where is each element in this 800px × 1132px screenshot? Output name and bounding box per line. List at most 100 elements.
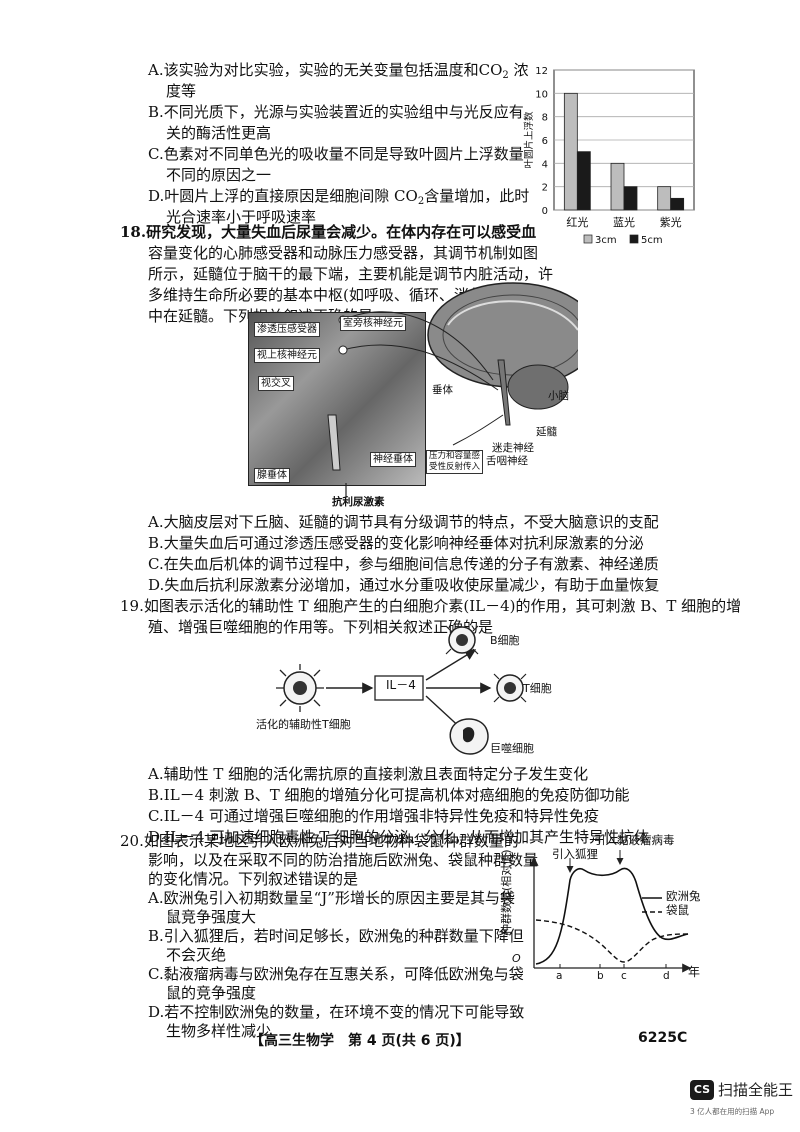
co2-subscript: 2: [417, 196, 425, 207]
bar-3cm-紫光: [657, 186, 672, 211]
q17-option-b-cont: 关的酶活性更高: [166, 124, 272, 142]
macrophage-icon: [449, 718, 489, 755]
q19-option-d: D.IL－4 可加速细胞毒性 T 细胞的分泌、分化，从而增加其产生特异性抗体: [148, 828, 650, 846]
cerebellum-shape: [507, 364, 569, 410]
watermark-subtitle: 3 亿人都在用的扫描 App: [690, 1107, 775, 1116]
tick-d: d: [663, 970, 670, 982]
y-tick-label: 8: [542, 113, 548, 124]
legend-label-3cm: 3cm: [595, 235, 617, 246]
kangaroo-curve: [535, 919, 689, 963]
bar-3cm-红光: [563, 92, 578, 211]
b-cell-icon: [445, 625, 479, 655]
q20-option-c-text: C.黏液瘤病毒与欧洲兔存在互惠关系，可降低欧洲兔与袋: [148, 965, 524, 983]
q19-stem-2: 殖、增强巨噬细胞的作用等。下列相关叙述正确的是: [148, 618, 494, 636]
y-tick-label: 2: [542, 183, 548, 194]
label-baroreflex-line2: 受性反射传入: [429, 462, 481, 472]
x-category-label: 红光: [566, 215, 588, 229]
q18-option-c: C.在失血后机体的调节过程中，参与细胞间信息传递的分子有激素、神经递质: [148, 555, 659, 573]
legend-swatch-3cm: [583, 234, 593, 244]
label-baroreflex-line1: 压力和容量感: [429, 451, 481, 461]
label-son: 视上核神经元: [254, 348, 320, 363]
x-axis-label: 年: [688, 965, 701, 979]
macrophage-label: 巨噬细胞: [490, 742, 534, 755]
q18-stem-4: 多维持生命所必要的基本中枢(如呼吸、循环、消化等)都集: [148, 286, 535, 304]
q19-option-c: C.IL－4 可通过增强巨噬细胞的作用增强非特异性免疫和特异性免疫: [148, 807, 599, 825]
q20-option-d-cont: 生物多样性减少: [166, 1022, 272, 1040]
q17-option-d-text: D.叶圆片上浮的直接原因是细胞间隙 CO: [148, 187, 418, 205]
brain-diagram: [327, 282, 578, 497]
label-adenohypophysis: 腺垂体: [254, 468, 290, 483]
label-cerebellum: 小脑: [548, 390, 569, 402]
q17-option-b: B.不同光质下，光源与实验装置近的实验组中与光反应有: [148, 103, 524, 121]
q20-option-c: C.黏液瘤病毒与欧洲兔存在互惠关系，可降低欧洲兔与袋: [148, 964, 524, 985]
q17-option-d-tail: 含量增加，此时: [424, 187, 530, 205]
q19-option-b: B.IL－4 刺激 B、T 细胞的增殖分化可提高机体对癌细胞的免疫防御功能: [148, 786, 630, 804]
bar-5cm-红光: [576, 151, 591, 211]
x-category-label: 紫光: [660, 215, 682, 229]
q17-option-a-text: A.该实验为对比实验，实验的无关变量包括温度和CO: [148, 61, 503, 79]
q20-option-c-cont: 鼠的竞争强度: [166, 984, 257, 1002]
fox-label: 引入狐狸: [552, 847, 598, 861]
q17-option-d: D.叶圆片上浮的直接原因是细胞间隙 CO2含量增加，此时: [148, 186, 529, 212]
q17-option-d-cont: 光合速率小于呼吸速率: [166, 208, 317, 226]
q20-option-d: D.若不控制欧洲兔的数量，在环境不变的情况下可能导致: [148, 1003, 525, 1021]
il4-label: IL－4: [386, 678, 416, 692]
q19-stem-1: 19.如图表示活化的辅助性 T 细胞产生的白细胞介素(IL－4)的作用，其可刺激…: [120, 597, 742, 615]
t-cell-icon: [493, 673, 527, 703]
tick-b: b: [597, 970, 604, 982]
q18-stem-text: 18.研究发现，大量失血后尿量会减少。在体内存在可以感受血: [120, 223, 537, 241]
q17-option-a-cont: 度等: [166, 82, 197, 100]
b-cell-label: B细胞: [490, 634, 520, 647]
y-tick-label: 12: [535, 66, 548, 77]
virus-label: 引入黏液瘤病毒: [594, 833, 675, 847]
y-axis-label: 叶圆片上浮数: [523, 111, 535, 169]
bar-3cm-蓝光: [610, 162, 625, 211]
il4-box: [374, 675, 424, 701]
label-osmoreceptor: 渗透压感受器: [254, 322, 320, 337]
q20-stem-1: 20.如图表示某地区引入欧洲兔后对当地物种袋鼠种群数量的: [120, 832, 519, 850]
camscanner-logo-icon: CS: [690, 1080, 714, 1100]
label-neurohypophysis: 神经垂体: [370, 452, 416, 467]
origin-label: O: [512, 952, 521, 965]
co2-subscript: 2: [502, 70, 509, 81]
q17-option-a-tail: 浓: [513, 61, 529, 79]
y-tick-label: 4: [542, 159, 548, 170]
q20-stem-3: 的变化情况。下列叙述错误的是: [148, 870, 359, 888]
y-tick-label: 0: [542, 206, 548, 217]
label-hypophysis: 垂体: [432, 384, 453, 396]
q20-option-a: A.欧洲兔引入初期数量呈“J”形增长的原因主要是其与袋: [148, 889, 515, 907]
q20-option-b-cont: 不会灭绝: [166, 946, 227, 964]
y-axis-label: 种群数量(相对值): [500, 849, 513, 935]
q18-stem-2: 容量变化的心肺感受器和动脉压力感受器，其调节机制如图: [148, 244, 539, 262]
watermark-name: 扫描全能王: [718, 1081, 794, 1099]
label-medulla: 延髓: [536, 426, 557, 438]
q20-option-b: B.引入狐狸后，若时间足够长，欧洲兔的种群数量下降但: [148, 927, 524, 945]
bar-5cm-紫光: [670, 197, 685, 211]
q17-option-c-cont: 不同的原因之一: [166, 166, 272, 184]
q20-stem-2: 影响，以及在采取不同的防治措施后欧洲兔、袋鼠种群数量: [148, 851, 539, 869]
y-tick-label: 6: [542, 136, 548, 147]
legend-kangaroo: 袋鼠: [666, 903, 689, 917]
page-footer-title: 【高三生物学 第 4 页(共 6 页)】: [250, 1033, 470, 1049]
rabbit-curve: [535, 867, 689, 965]
helper-t-cell-icon: [276, 664, 324, 712]
q18-option-a: A.大脑皮层对下丘脑、延髓的调节具有分级调节的特点，不受大脑意识的支配: [148, 513, 659, 531]
legend-label-5cm: 5cm: [641, 235, 663, 246]
label-glossopharyngeal: 舌咽神经: [486, 455, 528, 467]
population-graph: [529, 850, 692, 973]
x-category-label: 蓝光: [613, 215, 635, 229]
q18-stem-3: 所示，延髓位于脑干的最下端，主要机能是调节内脏活动，许: [148, 265, 554, 283]
q17-option-a: A.该实验为对比实验，实验的无关变量包括温度和CO2 浓: [148, 60, 529, 86]
label-adh: 抗利尿激素: [332, 496, 385, 508]
y-tick-label: 10: [535, 89, 548, 100]
q18-option-d: D.失血后抗利尿激素分泌增加，通过水分重吸收使尿量减少，有助于血量恢复: [148, 576, 660, 594]
q18-option-b: B.大量失血后可通过渗透压感受器的变化影响神经垂体对抗利尿激素的分泌: [148, 534, 644, 552]
q19-option-a: A.辅助性 T 细胞的活化需抗原的直接刺激且表面特定分子发生变化: [148, 765, 589, 783]
brainstem-shape: [497, 359, 511, 426]
tick-c: c: [621, 970, 627, 982]
label-baroreflex: 压力和容量感受性反射传入: [426, 450, 484, 474]
helper-t-label: 活化的辅助性T细胞: [256, 718, 351, 731]
bar-5cm-蓝光: [623, 186, 638, 211]
